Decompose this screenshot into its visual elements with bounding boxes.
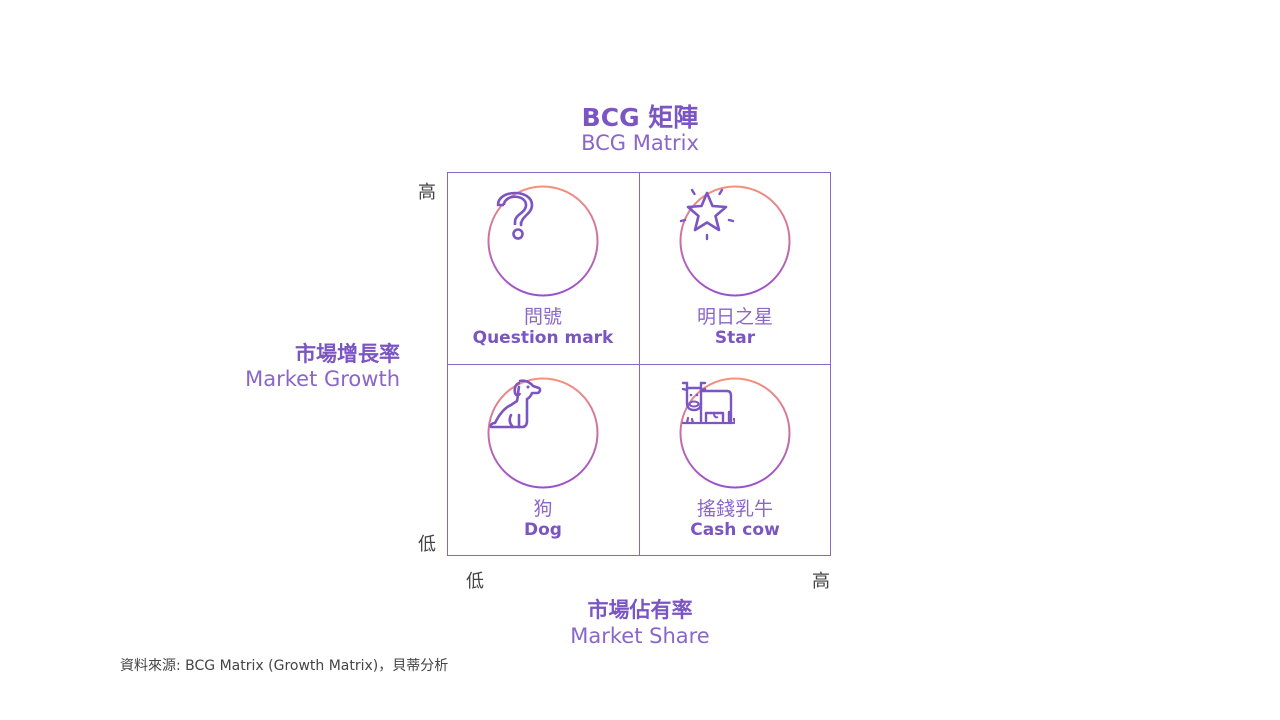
- quadrant-label-en: Star: [714, 328, 756, 348]
- star-icon: [679, 188, 735, 241]
- source-note: 資料來源: BCG Matrix (Growth Matrix)，貝蒂分析: [120, 658, 449, 674]
- icon-ring: [487, 185, 599, 297]
- quadrant-question-mark: 問號 Question mark: [447, 172, 639, 364]
- dog-icon: [489, 379, 542, 429]
- x-axis-low: 低: [466, 571, 484, 592]
- question-mark-icon: [496, 191, 534, 240]
- icon-ring: [487, 377, 599, 489]
- diagram-subtitle: BCG Matrix: [581, 131, 699, 155]
- quadrant-label-en: Question mark: [472, 328, 614, 348]
- quadrant-label-en: Dog: [524, 520, 562, 540]
- icon-ring: [679, 377, 791, 489]
- y-axis-label-en: Market Growth: [245, 367, 400, 391]
- y-axis-label: 市場增長率: [295, 342, 400, 366]
- quadrant-label-zh: 狗: [533, 498, 553, 520]
- quadrant-label-zh: 問號: [523, 306, 562, 328]
- quadrant-label-zh: 明日之星: [696, 306, 773, 328]
- x-axis-label-en: Market Share: [570, 624, 710, 648]
- quadrant-label-zh: 搖錢乳牛: [696, 498, 773, 520]
- x-axis-label: 市場佔有率: [587, 598, 693, 622]
- matrix-horizontal-divider: [447, 364, 831, 365]
- quadrant-star: 明日之星 Star: [639, 172, 831, 364]
- diagram-title: BCG 矩陣: [581, 103, 699, 132]
- y-axis-low: 低: [418, 534, 436, 555]
- quadrant-cash-cow: 搖錢乳牛 Cash cow: [639, 364, 831, 556]
- cow-icon: [681, 381, 735, 425]
- y-axis-high: 高: [418, 182, 436, 203]
- icon-ring: [679, 185, 791, 297]
- quadrant-label-en: Cash cow: [690, 520, 780, 540]
- x-axis-high: 高: [812, 571, 830, 592]
- quadrant-dog: 狗 Dog: [447, 364, 639, 556]
